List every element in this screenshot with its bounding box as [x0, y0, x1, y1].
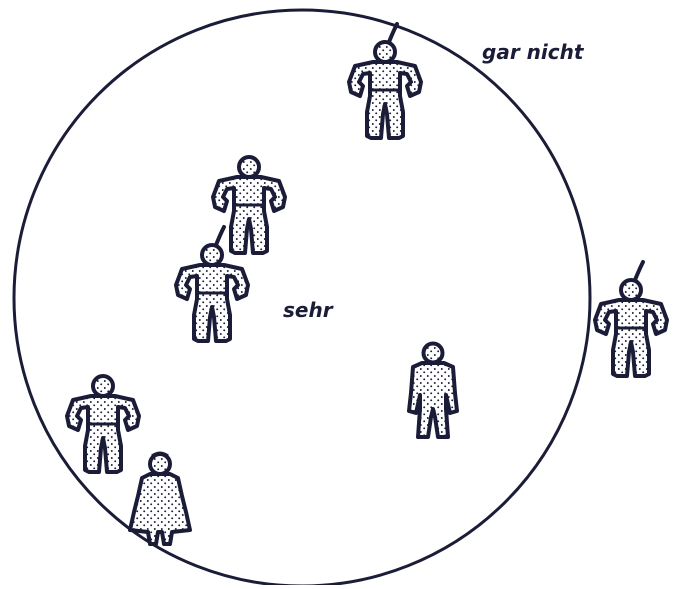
figure-1: [349, 24, 421, 138]
label-gar-nicht: gar nicht: [482, 40, 583, 64]
figure-7: [130, 453, 190, 544]
figure-5: [595, 262, 667, 376]
figure-2: [213, 157, 285, 253]
figure-6: [67, 376, 139, 472]
label-sehr: sehr: [283, 298, 333, 322]
figure-4: [409, 344, 457, 438]
